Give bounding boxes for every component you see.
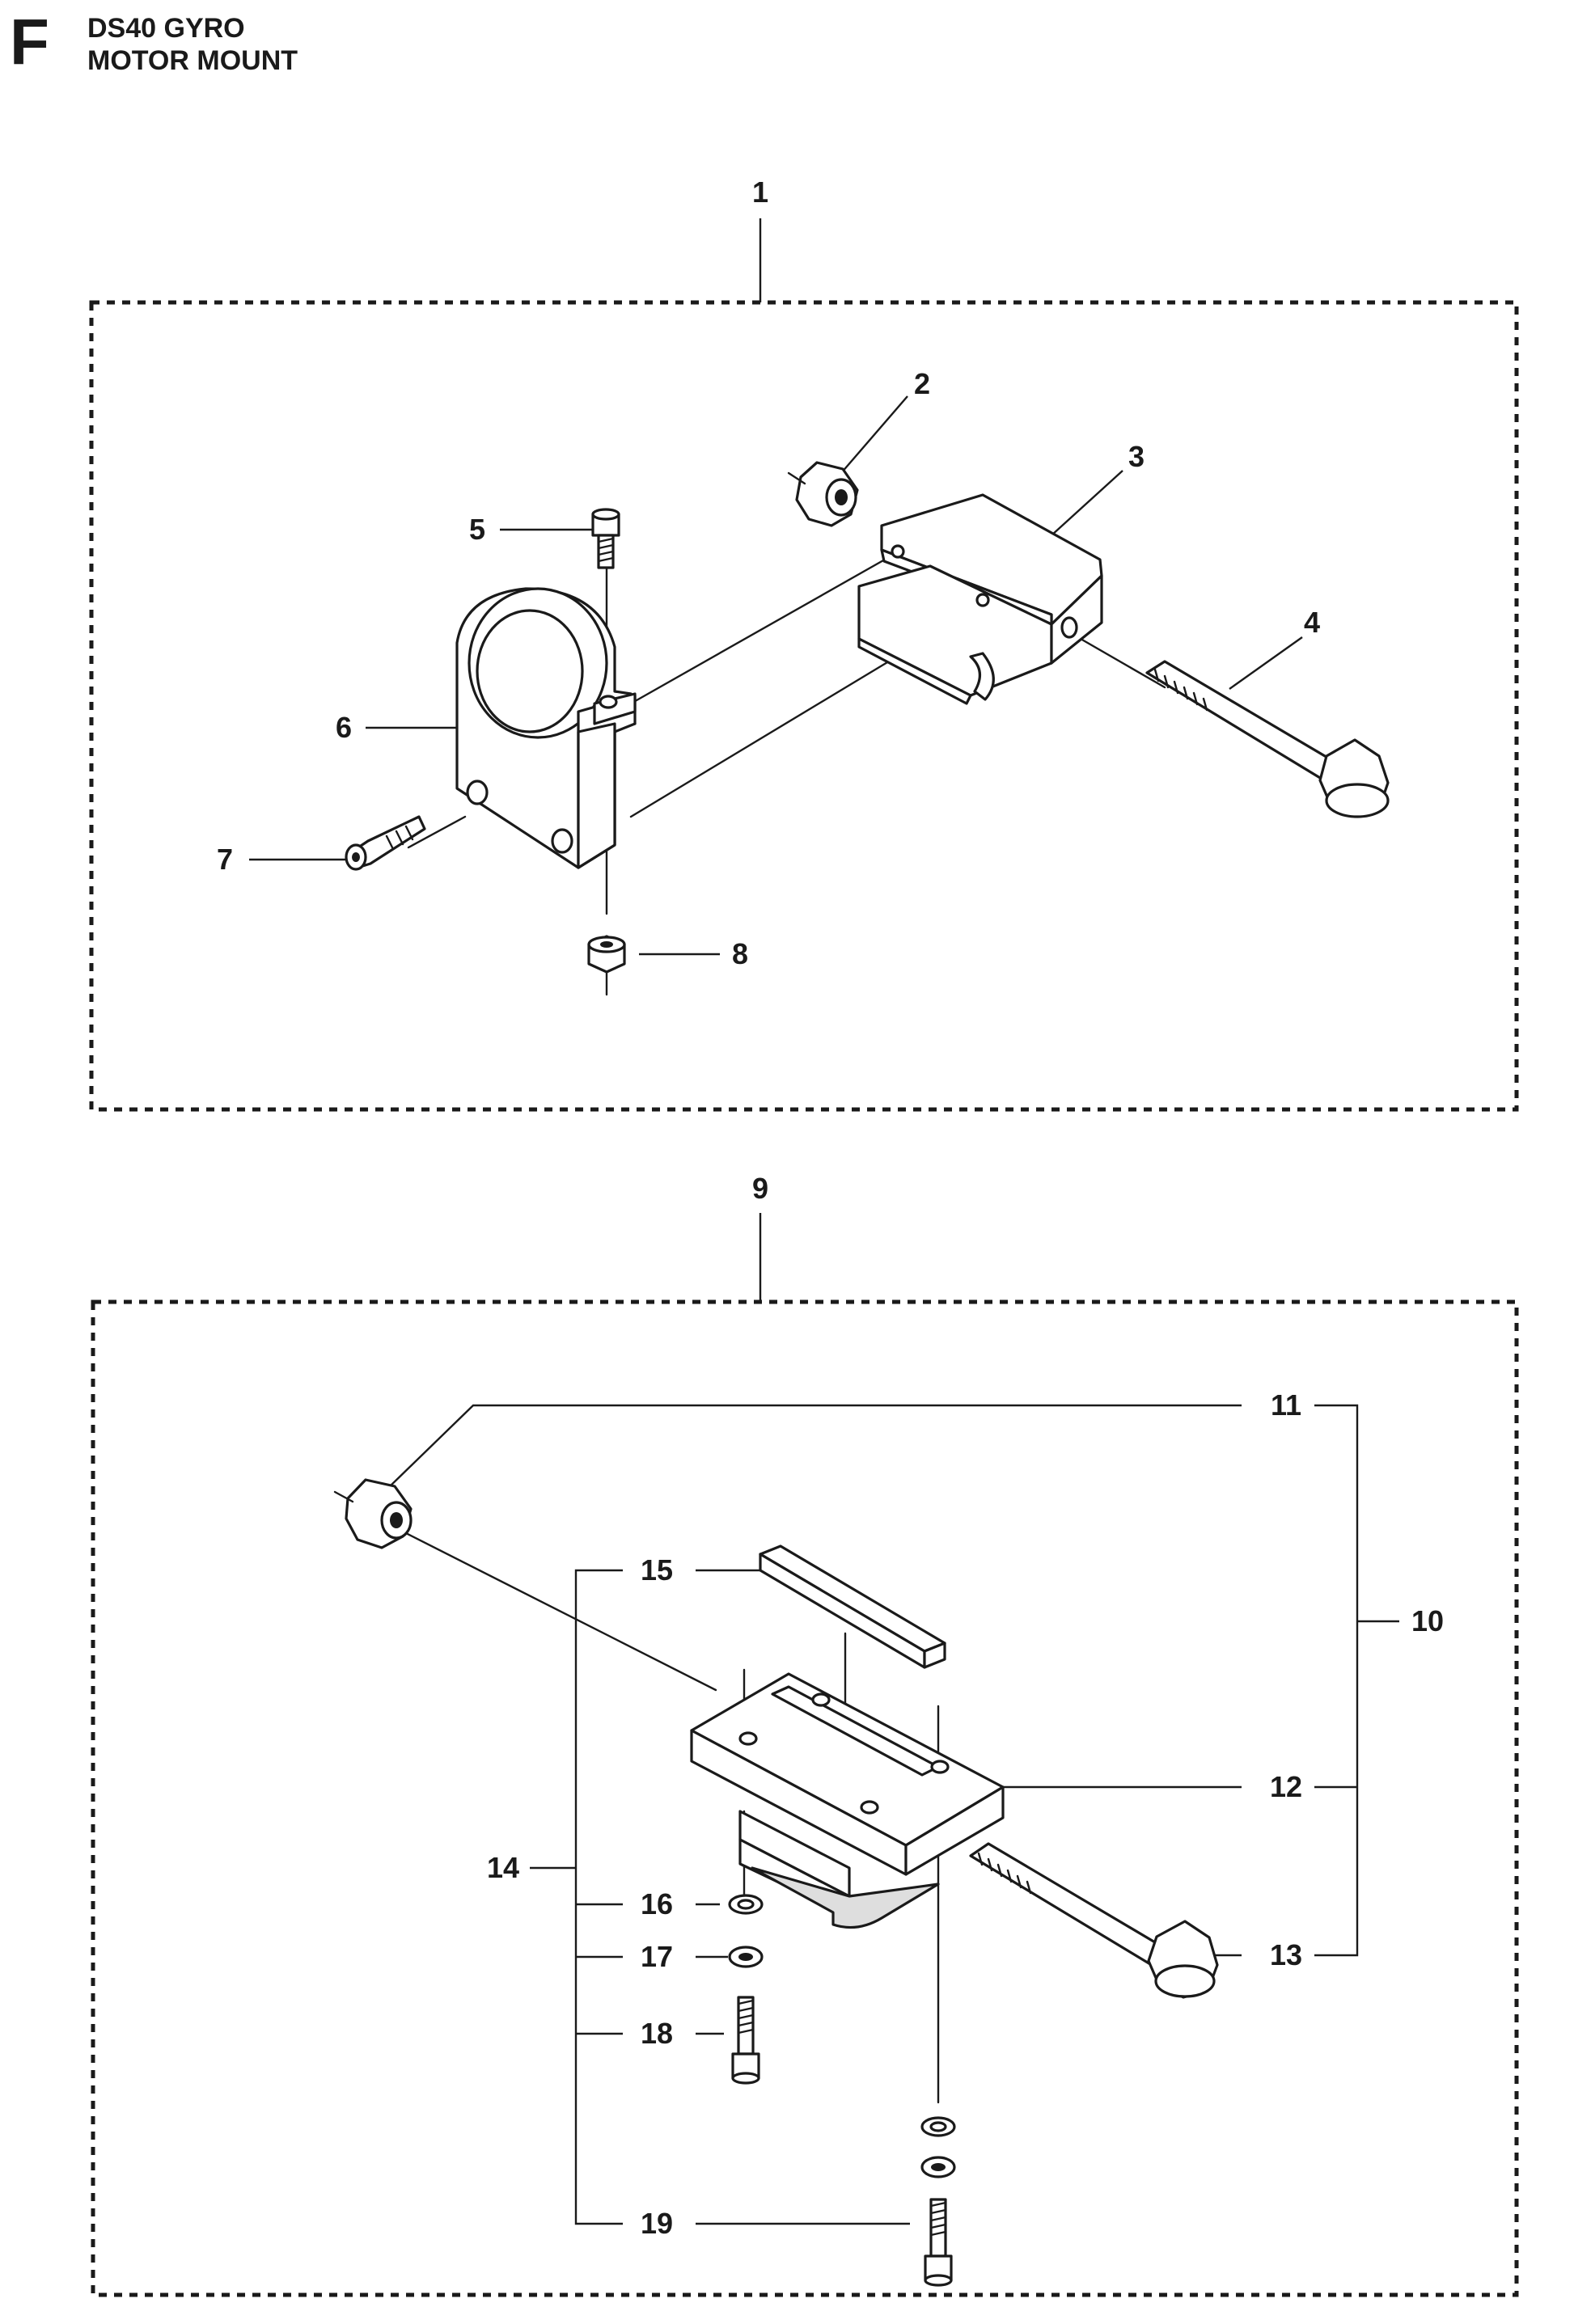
callout-1[interactable]: 1	[752, 175, 768, 209]
callout-7[interactable]: 7	[217, 843, 233, 876]
callout-2[interactable]: 2	[914, 367, 930, 400]
clamp-block-part-3	[857, 493, 1103, 705]
base-plate-part-12	[690, 1672, 1005, 1929]
long-bolt-part-13	[969, 1842, 1219, 1999]
assembly-title: MOTOR MOUNT	[87, 45, 298, 76]
callout-5[interactable]: 5	[469, 513, 485, 546]
washer-part-16	[728, 1894, 956, 2137]
model-title: DS40 GYRO	[87, 13, 245, 44]
callout-3[interactable]: 3	[1128, 440, 1145, 473]
callout-10[interactable]: 10	[1411, 1604, 1444, 1637]
page-header: F DS40 GYRO MOTOR MOUNT	[0, 0, 1574, 89]
callout-6[interactable]: 6	[336, 711, 352, 744]
callout-14[interactable]: 14	[487, 1851, 519, 1884]
cap-screw-part-19	[924, 2198, 953, 2287]
mount-bracket-part-6	[455, 587, 637, 869]
key-bar-part-15	[759, 1544, 946, 1669]
assembly-9-group: 9	[91, 1172, 1519, 2297]
callout-11[interactable]: 11	[1271, 1388, 1301, 1422]
callout-15[interactable]: 15	[641, 1553, 673, 1587]
callout-8[interactable]: 8	[732, 937, 748, 970]
callout-17[interactable]: 17	[641, 1940, 673, 1973]
assembly-1-frame	[89, 300, 1519, 1112]
assembly-9-frame	[91, 1299, 1519, 2297]
callout-4[interactable]: 4	[1304, 606, 1320, 639]
callout-13[interactable]: 13	[1270, 1938, 1302, 1971]
lock-washer-part-17	[728, 1946, 956, 2178]
callout-16[interactable]: 16	[641, 1887, 673, 1920]
lock-nut-part-8	[587, 935, 626, 974]
cap-screw-part-18	[731, 1996, 760, 2085]
nut-part-11	[333, 1478, 413, 1549]
section-letter: F	[10, 6, 49, 78]
callout-9[interactable]: 9	[752, 1172, 768, 1205]
long-bolt-part-4	[1145, 660, 1390, 818]
assembly-1-group: 1	[89, 175, 1519, 1112]
callout-12[interactable]: 12	[1270, 1770, 1302, 1803]
callout-19[interactable]: 19	[641, 2207, 673, 2240]
nut-part-2	[787, 461, 859, 527]
small-screw-part-7	[345, 815, 426, 871]
cap-screw-part-5	[591, 508, 620, 569]
callout-18[interactable]: 18	[641, 2017, 673, 2050]
